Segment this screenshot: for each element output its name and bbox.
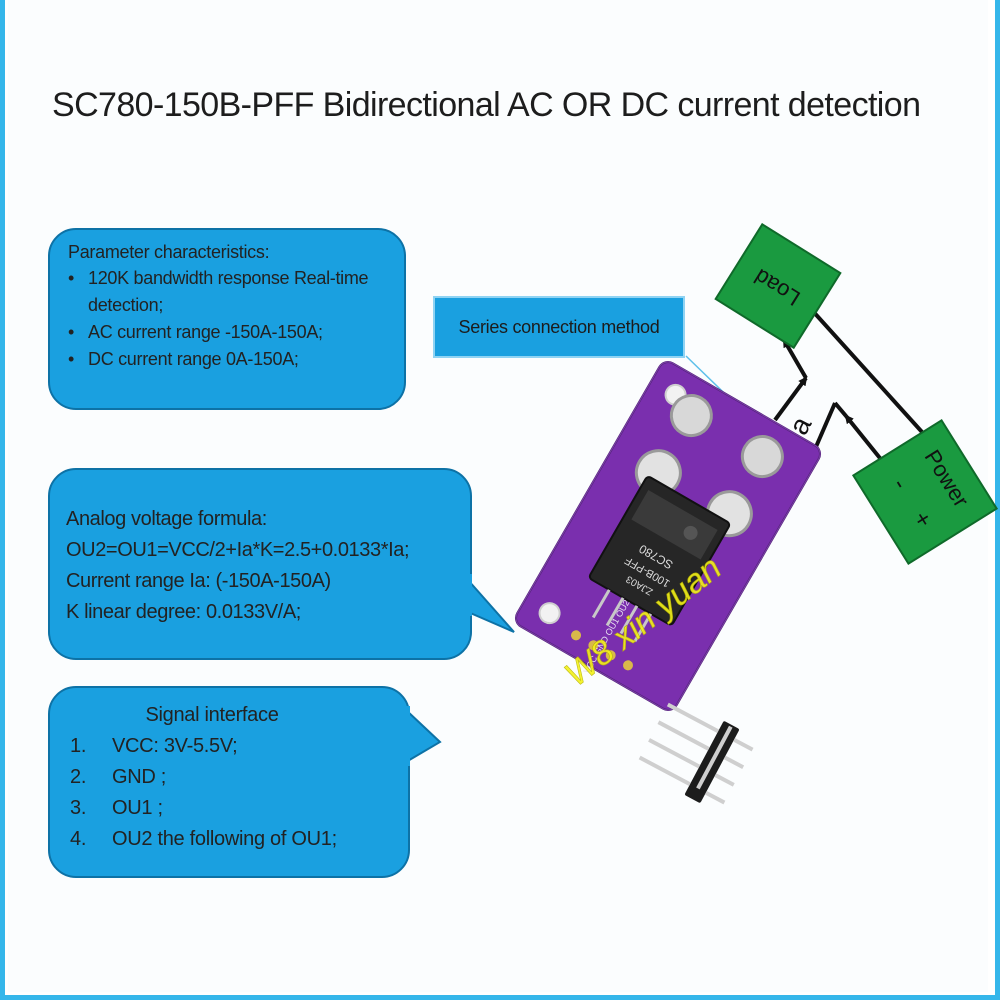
- signal-item: 2. GND ;: [70, 762, 394, 793]
- analog-line: Current range Ia: (-150A-150A): [66, 570, 331, 592]
- analog-line: OU2=OU1=VCC/2+Ia*K=2.5+0.0133*Ia;: [66, 539, 410, 561]
- signal-list: 1. VCC: 3V-5.5V; 2. GND ; 3. OU1 ; 4. OU2 th…: [70, 731, 394, 855]
- parameter-item: DC current range 0A-150A;: [68, 346, 390, 373]
- analog-formula-bubble: Analog voltage formula: OU2=OU1=VCC/2+Ia…: [48, 468, 472, 660]
- analog-line: K linear degree: 0.0133V/A;: [66, 601, 301, 623]
- parameter-item: AC current range -150A-150A;: [68, 319, 390, 346]
- signal-item: 3. OU1 ;: [70, 793, 394, 824]
- page-title: SC780-150B-PFF Bidirectional AC OR DC cu…: [52, 86, 921, 124]
- signal-heading: Signal interface: [145, 704, 279, 726]
- signal-item-text: VCC: 3V-5.5V;: [112, 735, 238, 757]
- signal-item-text: GND ;: [112, 766, 167, 788]
- signal-item-number: 3.: [70, 797, 87, 819]
- parameter-heading: Parameter characteristics:: [68, 242, 270, 262]
- signal-item-number: 2.: [70, 766, 87, 788]
- signal-item-number: 1.: [70, 735, 87, 757]
- analog-line: Analog voltage formula:: [66, 508, 267, 530]
- signal-item-text: OU1 ;: [112, 797, 163, 819]
- signal-item-number: 4.: [70, 828, 87, 850]
- series-connection-label: Series connection method: [433, 296, 685, 358]
- signal-interface-bubble: Signal interface 1. VCC: 3V-5.5V; 2. GND ;…: [48, 686, 410, 878]
- signal-item: 4. OU2 the following of OU1;: [70, 824, 394, 855]
- signal-item-text: OU2 the following of OU1;: [112, 828, 337, 850]
- signal-item: 1. VCC: 3V-5.5V;: [70, 731, 394, 762]
- parameter-item: 120K bandwidth response Real-time detect…: [68, 265, 390, 319]
- parameter-bubble: Parameter characteristics: 120K bandwidt…: [48, 228, 406, 410]
- parameter-list: 120K bandwidth response Real-time detect…: [68, 265, 390, 373]
